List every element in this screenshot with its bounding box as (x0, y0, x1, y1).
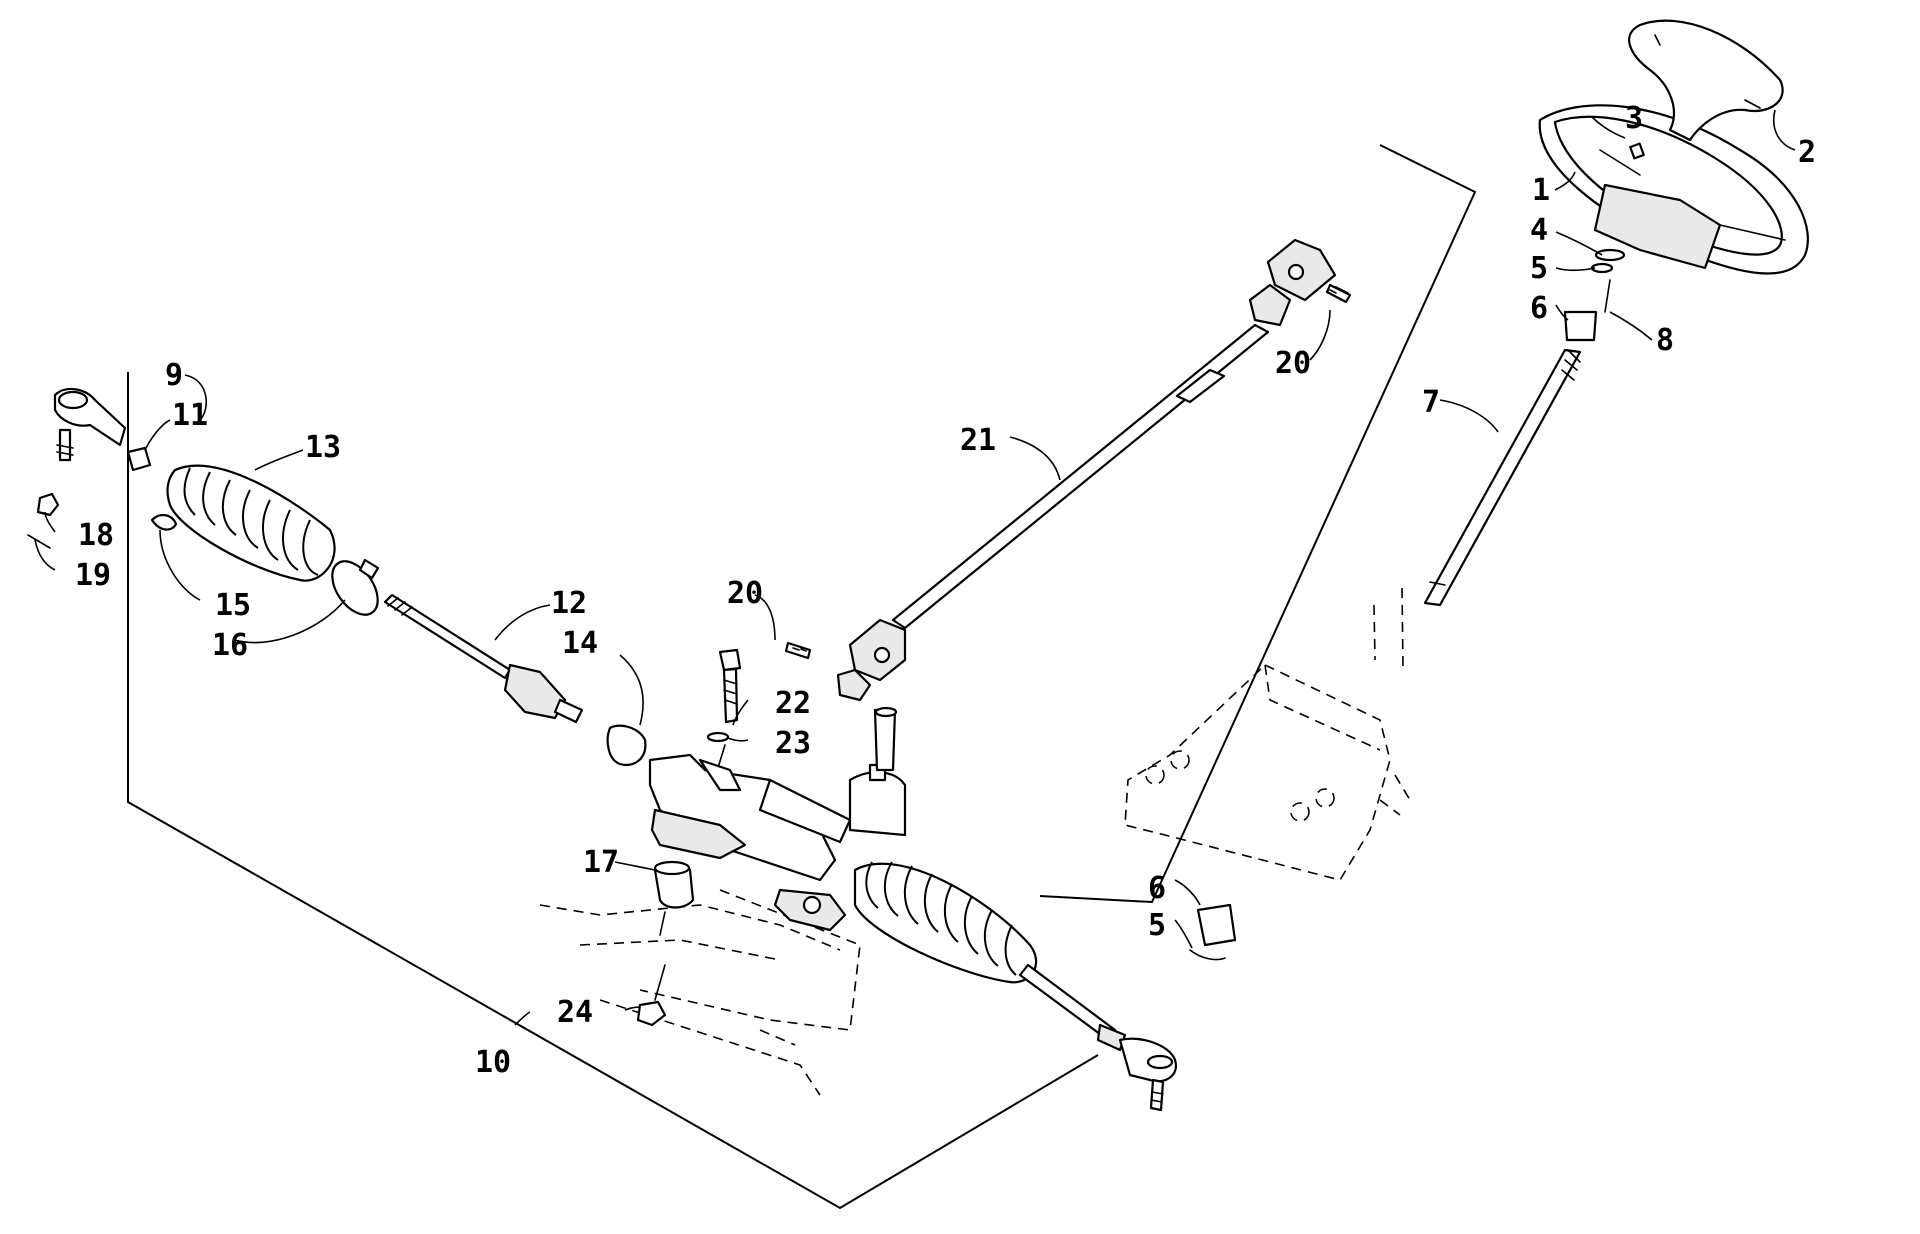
callout-20-upper: 20 (1275, 346, 1311, 381)
callout-3: 3 (1625, 101, 1643, 136)
callout-5-upper: 5 (1530, 251, 1548, 286)
castle-nut (36, 492, 60, 517)
upper-clamp-bolt (1325, 283, 1352, 304)
callout-21: 21 (960, 423, 996, 458)
callout-23: 23 (775, 726, 811, 761)
tie-rod-end-right (1018, 963, 1178, 1112)
wheel-washer (1594, 248, 1626, 262)
callout-15: 15 (215, 588, 251, 623)
upper-bushing (1563, 310, 1598, 342)
lower-clamp-bolt (784, 641, 812, 660)
lower-washer (1189, 949, 1226, 961)
steering-wheel (1538, 104, 1809, 275)
steering-shaft-group-bracket (1039, 144, 1477, 904)
intermediate-shaft (836, 238, 1337, 702)
mount-bolt (718, 648, 742, 724)
callout-24: 24 (557, 995, 593, 1030)
callout-17: 17 (583, 845, 619, 880)
flange-nut (636, 964, 667, 1027)
callout-13: 13 (305, 430, 341, 465)
small-boot-clamp (150, 514, 178, 531)
callout-1: 1 (1532, 173, 1550, 208)
jam-nut (126, 446, 152, 472)
callout-labels: 1 2 3 4 5 6 7 8 9 10 11 12 13 14 15 16 1… (75, 101, 1816, 1080)
callout-5-lower: 5 (1148, 908, 1166, 943)
callout-14: 14 (562, 626, 598, 661)
callout-22: 22 (775, 686, 811, 721)
callout-20-lower: 20 (727, 576, 763, 611)
cotter-pin (27, 534, 51, 549)
lower-bushing (1196, 903, 1237, 947)
callout-9: 9 (165, 358, 183, 393)
rack-boot-right (853, 861, 1038, 984)
callout-19: 19 (75, 558, 111, 593)
rubber-mount (653, 860, 695, 936)
callout-2: 2 (1798, 135, 1816, 170)
callout-6-upper: 6 (1530, 291, 1548, 326)
wheel-screw (1604, 279, 1611, 313)
rack-assembly-bracket (127, 372, 1099, 1210)
callout-11: 11 (172, 398, 208, 433)
rack-boot-left (166, 464, 336, 582)
mount-washer (706, 731, 730, 743)
key-part (1629, 142, 1645, 160)
inner-tie-rod (383, 593, 584, 724)
callout-10: 10 (475, 1045, 511, 1080)
frame-outline (1124, 587, 1411, 881)
floor-plate-outline (539, 889, 861, 1096)
steering-rack (648, 706, 907, 932)
callout-18: 18 (78, 518, 114, 553)
callout-7: 7 (1422, 385, 1440, 420)
steering-shaft (1423, 348, 1582, 607)
rack-bushing (606, 724, 647, 767)
tie-rod-end-left (53, 387, 127, 462)
leader-lines (34, 109, 1796, 1026)
callout-4: 4 (1530, 213, 1548, 248)
center-pad (1628, 19, 1784, 142)
callout-16: 16 (212, 628, 248, 663)
callout-8: 8 (1656, 323, 1674, 358)
callout-6-lower: 6 (1148, 871, 1166, 906)
callout-12: 12 (551, 586, 587, 621)
